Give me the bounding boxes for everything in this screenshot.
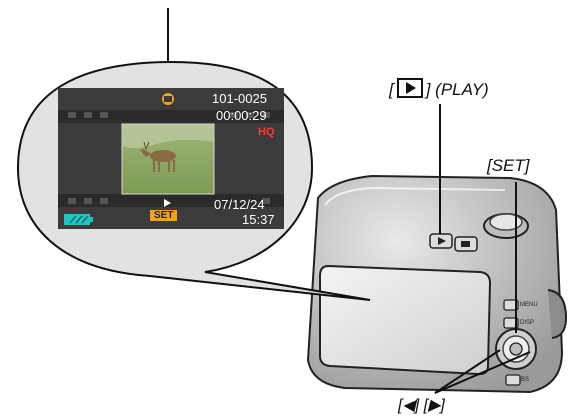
play-callout-open: [ bbox=[389, 80, 394, 99]
enlarged-screen bbox=[58, 88, 284, 229]
time-label: 15:37 bbox=[242, 212, 275, 227]
camera-menu-button[interactable] bbox=[503, 299, 519, 311]
camera-lcd bbox=[319, 264, 492, 376]
play-button-callout: [ ] (PLAY) bbox=[389, 78, 489, 100]
set-badge: SET bbox=[150, 210, 178, 221]
set-button-callout: [SET] bbox=[487, 156, 530, 175]
play-indicator-icon bbox=[164, 199, 171, 207]
battery-icon bbox=[64, 214, 93, 225]
deer-figure bbox=[140, 141, 176, 172]
quality-label: HQ bbox=[258, 126, 275, 138]
leader-line-right bbox=[434, 351, 531, 394]
file-number: 101-0025 bbox=[212, 91, 267, 106]
menu-label: MENU bbox=[520, 302, 538, 308]
camera-bs-button[interactable] bbox=[505, 374, 521, 386]
movie-time: 00:00:29 bbox=[216, 108, 267, 123]
camera-rec-button[interactable] bbox=[454, 236, 478, 252]
play-callout-close: ] (PLAY) bbox=[425, 80, 489, 99]
movie-icon bbox=[162, 93, 174, 105]
play-symbol-icon bbox=[396, 78, 423, 98]
camera-disp-button[interactable] bbox=[503, 317, 519, 329]
bs-label: BS bbox=[521, 377, 530, 383]
date-label: 07/12/24 bbox=[214, 197, 265, 212]
disp-label: DISP bbox=[520, 320, 535, 326]
camera-play-button[interactable] bbox=[429, 233, 453, 249]
leader-line-left bbox=[434, 349, 501, 394]
arrow-buttons-callout: [◀] [▶] bbox=[398, 397, 445, 414]
